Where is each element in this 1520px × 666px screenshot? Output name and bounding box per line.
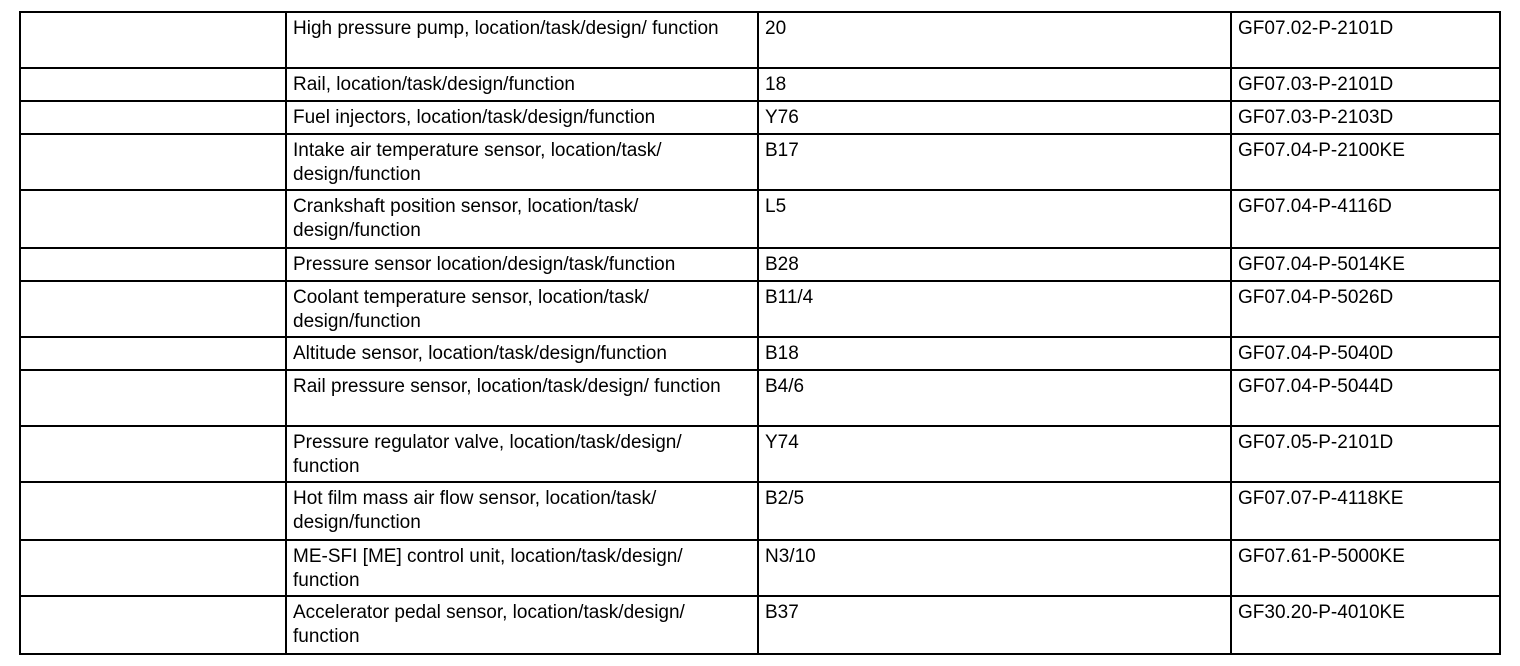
table-row: Intake air temperature sensor, location/…: [19, 133, 1501, 191]
designation-cell: Y76: [757, 100, 1232, 135]
description-cell: Intake air temperature sensor, location/…: [285, 133, 759, 191]
empty-cell: [19, 595, 287, 655]
table-row: Coolant temperature sensor, location/tas…: [19, 280, 1501, 338]
designation-cell: 18: [757, 67, 1232, 102]
table-row: Pressure regulator valve, location/task/…: [19, 425, 1501, 483]
document-number-cell: GF07.04-P-5040D: [1230, 336, 1501, 371]
table-row: Rail pressure sensor, location/task/desi…: [19, 369, 1501, 427]
document-number-cell: GF07.07-P-4118KE: [1230, 481, 1501, 541]
empty-cell: [19, 369, 287, 427]
designation-cell: B11/4: [757, 280, 1232, 338]
document-number-cell: GF07.04-P-5044D: [1230, 369, 1501, 427]
description-cell: Altitude sensor, location/task/design/fu…: [285, 336, 759, 371]
empty-cell: [19, 133, 287, 191]
designation-cell: B17: [757, 133, 1232, 191]
empty-cell: [19, 425, 287, 483]
empty-cell: [19, 336, 287, 371]
empty-cell: [19, 539, 287, 597]
empty-cell: [19, 280, 287, 338]
empty-cell: [19, 481, 287, 541]
empty-cell: [19, 11, 287, 69]
document-number-cell: GF07.03-P-2103D: [1230, 100, 1501, 135]
empty-cell: [19, 67, 287, 102]
document-number-cell: GF07.02-P-2101D: [1230, 11, 1501, 69]
designation-cell: 20: [757, 11, 1232, 69]
table-row: Fuel injectors, location/task/design/fun…: [19, 100, 1501, 135]
table-row: Pressure sensor location/design/task/fun…: [19, 247, 1501, 282]
description-cell: Pressure sensor location/design/task/fun…: [285, 247, 759, 282]
description-cell: Rail pressure sensor, location/task/desi…: [285, 369, 759, 427]
document-number-cell: GF07.04-P-2100KE: [1230, 133, 1501, 191]
description-cell: Rail, location/task/design/function: [285, 67, 759, 102]
document-number-cell: GF07.05-P-2101D: [1230, 425, 1501, 483]
designation-cell: Y74: [757, 425, 1232, 483]
document-number-cell: GF30.20-P-4010KE: [1230, 595, 1501, 655]
description-cell: Crankshaft position sensor, location/tas…: [285, 189, 759, 249]
designation-cell: B37: [757, 595, 1232, 655]
empty-cell: [19, 247, 287, 282]
table-row: Rail, location/task/design/function 18 G…: [19, 67, 1501, 102]
document-number-cell: GF07.04-P-4116D: [1230, 189, 1501, 249]
designation-cell: N3/10: [757, 539, 1232, 597]
description-cell: Fuel injectors, location/task/design/fun…: [285, 100, 759, 135]
designation-cell: L5: [757, 189, 1232, 249]
description-cell: Pressure regulator valve, location/task/…: [285, 425, 759, 483]
description-cell: Accelerator pedal sensor, location/task/…: [285, 595, 759, 655]
description-cell: High pressure pump, location/task/design…: [285, 11, 759, 69]
designation-cell: B2/5: [757, 481, 1232, 541]
document-number-cell: GF07.04-P-5014KE: [1230, 247, 1501, 282]
table-row: Crankshaft position sensor, location/tas…: [19, 189, 1501, 249]
table-row: Accelerator pedal sensor, location/task/…: [19, 595, 1501, 655]
empty-cell: [19, 189, 287, 249]
table-row: ME-SFI [ME] control unit, location/task/…: [19, 539, 1501, 597]
designation-cell: B18: [757, 336, 1232, 371]
document-number-cell: GF07.61-P-5000KE: [1230, 539, 1501, 597]
description-cell: ME-SFI [ME] control unit, location/task/…: [285, 539, 759, 597]
designation-cell: B4/6: [757, 369, 1232, 427]
table-row: Hot film mass air flow sensor, location/…: [19, 481, 1501, 541]
empty-cell: [19, 100, 287, 135]
description-cell: Coolant temperature sensor, location/tas…: [285, 280, 759, 338]
table-row: High pressure pump, location/task/design…: [19, 11, 1501, 69]
document-number-cell: GF07.03-P-2101D: [1230, 67, 1501, 102]
table-row: Altitude sensor, location/task/design/fu…: [19, 336, 1501, 371]
document-number-cell: GF07.04-P-5026D: [1230, 280, 1501, 338]
component-table: High pressure pump, location/task/design…: [19, 11, 1501, 655]
designation-cell: B28: [757, 247, 1232, 282]
description-cell: Hot film mass air flow sensor, location/…: [285, 481, 759, 541]
component-table-body: High pressure pump, location/task/design…: [19, 11, 1501, 655]
